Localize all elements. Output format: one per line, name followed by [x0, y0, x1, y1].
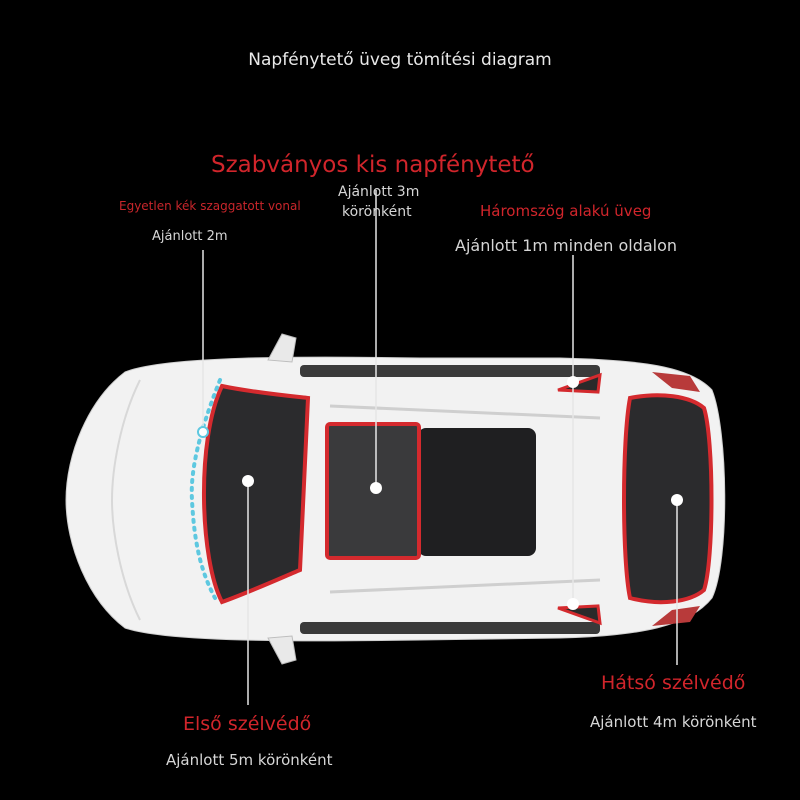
right-mirror [267, 635, 297, 665]
triangle-note: Ajánlott 1m minden oldalon [455, 236, 678, 255]
panoramic-glass [418, 428, 536, 556]
taillight-bottom [652, 606, 700, 626]
side-window-top [300, 365, 600, 377]
triangle-title: Háromszög alakú üveg [480, 202, 652, 220]
marker-triangle-top [567, 376, 579, 388]
triangle-glass-top [557, 372, 602, 394]
roof-rail-bottom [329, 578, 601, 594]
marker-sunroof [370, 482, 382, 494]
sunroof-note-line1: Ajánlott 3m [338, 184, 420, 200]
blue-dashed-line [189, 378, 222, 600]
sunroof-title: Szabványos kis napfénytető [211, 152, 535, 178]
marker-blue-line [197, 426, 209, 438]
taillight-top [652, 372, 700, 392]
roof-rail-top [329, 404, 601, 420]
left-mirror [267, 333, 297, 363]
blue-line-title: Egyetlen kék szaggatott vonal [119, 199, 301, 213]
marker-front [242, 475, 254, 487]
blue-line-note: Ajánlott 2m [152, 229, 228, 244]
front-windshield-title: Első szélvédő [183, 713, 312, 735]
rear-windshield [622, 393, 714, 605]
rear-windshield-note: Ajánlott 4m körönként [590, 713, 757, 731]
rear-windshield-title: Hátsó szélvédő [601, 672, 746, 694]
sunroof-note-line2: körönként [342, 204, 412, 220]
side-window-bottom [300, 622, 600, 634]
front-windshield-note: Ajánlott 5m körönként [166, 751, 333, 769]
marker-triangle-bottom [567, 598, 579, 610]
hood-shadow [110, 379, 141, 621]
front-windshield [202, 383, 311, 605]
page-title: Napfénytető üveg tömítési diagram [248, 50, 552, 70]
marker-rear [671, 494, 683, 506]
